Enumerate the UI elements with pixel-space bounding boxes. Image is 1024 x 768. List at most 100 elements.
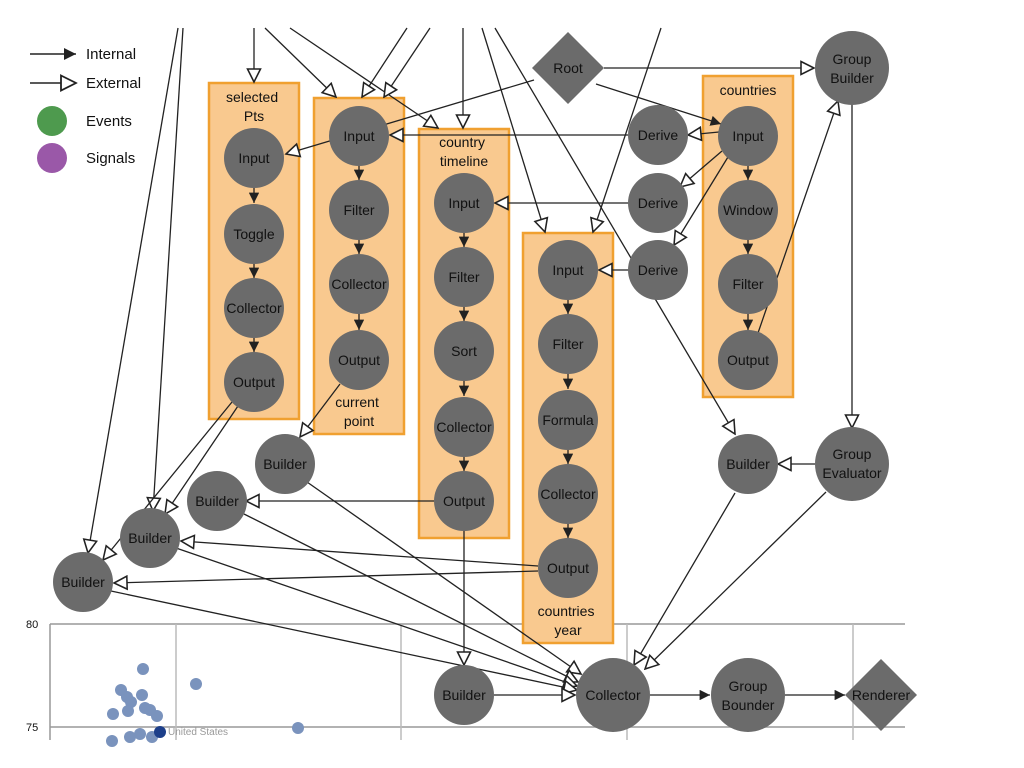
edge	[362, 27, 408, 97]
edge	[595, 83, 722, 126]
edge	[680, 150, 723, 187]
countries-year-collector-label: Collector	[540, 486, 596, 502]
countries-year-formula-node	[538, 390, 598, 450]
edge	[494, 27, 735, 434]
edge	[300, 383, 341, 437]
scatter-point	[137, 663, 149, 675]
builder-bottom-node	[434, 665, 494, 725]
legend-external-label: External	[86, 75, 141, 92]
edge	[264, 27, 336, 97]
scatter-point	[151, 710, 163, 722]
edge	[165, 405, 239, 514]
countries-filter-node	[718, 254, 778, 314]
scatter-point	[190, 678, 202, 690]
edge	[175, 547, 577, 686]
current-point-input-label: Input	[343, 128, 374, 144]
scatter-point	[124, 731, 136, 743]
countries-year-filter-label: Filter	[552, 336, 583, 352]
edge	[674, 156, 729, 245]
countries-filter-label: Filter	[732, 276, 763, 292]
edge	[688, 132, 720, 135]
edge	[481, 27, 545, 232]
countries-output-node	[718, 330, 778, 390]
legend: Internal External Events Signals	[30, 46, 141, 173]
builder-right-label: Builder	[726, 456, 770, 472]
collector-main-label: Collector	[585, 687, 641, 703]
root-node	[532, 32, 604, 104]
current-point-collector-node	[329, 254, 389, 314]
legend-events-swatch	[37, 106, 67, 136]
selected-pts-toggle-label: Toggle	[233, 226, 274, 242]
selected-pts-output-node	[224, 352, 284, 412]
country-timeline-filter-label: Filter	[448, 269, 479, 285]
countries-year-output-label: Output	[547, 560, 589, 576]
edge	[593, 27, 662, 232]
countries-year-input-node	[538, 240, 598, 300]
country-timeline-sort-node	[434, 321, 494, 381]
builder-b-node	[187, 471, 247, 531]
countries-year-filter-node	[538, 314, 598, 374]
countries-input-label: Input	[732, 128, 763, 144]
builder-d-label: Builder	[61, 574, 105, 590]
y-tick-75: 75	[26, 722, 38, 734]
builder-a-node	[255, 434, 315, 494]
countries-year-input-label: Input	[552, 262, 583, 278]
countries-input-node	[718, 106, 778, 166]
scatter-points	[106, 663, 304, 747]
current-point-output-node	[329, 330, 389, 390]
edge	[110, 590, 577, 690]
selected-pts-collector-node	[224, 278, 284, 338]
legend-signals-swatch	[37, 143, 67, 173]
builder-right-node	[718, 434, 778, 494]
current-point-collector-label: Collector	[331, 276, 387, 292]
builder-c-node	[120, 508, 180, 568]
selected-pts-toggle-node	[224, 204, 284, 264]
country-timeline-output-node	[434, 471, 494, 531]
edge	[289, 27, 438, 128]
builder-bottom-label: Builder	[442, 687, 486, 703]
current-point-output-label: Output	[338, 352, 380, 368]
selected-pts-input-node	[224, 128, 284, 188]
edge	[634, 492, 736, 665]
selected-pts-output-label: Output	[233, 374, 275, 390]
edge	[384, 27, 431, 97]
builder-b-label: Builder	[195, 493, 239, 509]
scatter-point	[106, 735, 118, 747]
derive-1-node	[628, 105, 688, 165]
group-label-current-point: current point	[335, 394, 382, 429]
country-timeline-filter-node	[434, 247, 494, 307]
legend-internal-label: Internal	[86, 46, 136, 63]
country-timeline-input-label: Input	[448, 195, 479, 211]
collector-main-node	[576, 658, 650, 732]
root-label: Root	[553, 60, 583, 76]
group-boxes: selected Pts current point country timel…	[207, 74, 795, 645]
edges	[88, 27, 852, 695]
country-timeline-collector-label: Collector	[436, 419, 492, 435]
group-label-country-timeline: country timeline	[439, 134, 489, 169]
builder-c-label: Builder	[128, 530, 172, 546]
derive-3-label: Derive	[638, 262, 679, 278]
country-timeline-output-label: Output	[443, 493, 485, 509]
country-timeline-input-node	[434, 173, 494, 233]
edge	[114, 570, 539, 583]
countries-output-label: Output	[727, 352, 769, 368]
scatter-point	[122, 705, 134, 717]
group-bounder-node	[711, 658, 785, 732]
current-point-filter-node	[329, 180, 389, 240]
scatter-point	[134, 728, 146, 740]
point-label-united-states: United States	[168, 727, 228, 738]
y-tick-80: 80	[26, 619, 38, 631]
countries-window-node	[718, 180, 778, 240]
legend-events-label: Events	[86, 113, 132, 130]
renderer-node	[845, 659, 917, 731]
scatter-point	[107, 708, 119, 720]
edge	[286, 79, 535, 154]
derive-3-node	[628, 240, 688, 300]
derive-2-node	[628, 173, 688, 233]
edge	[645, 491, 827, 669]
country-timeline-collector-node	[434, 397, 494, 457]
